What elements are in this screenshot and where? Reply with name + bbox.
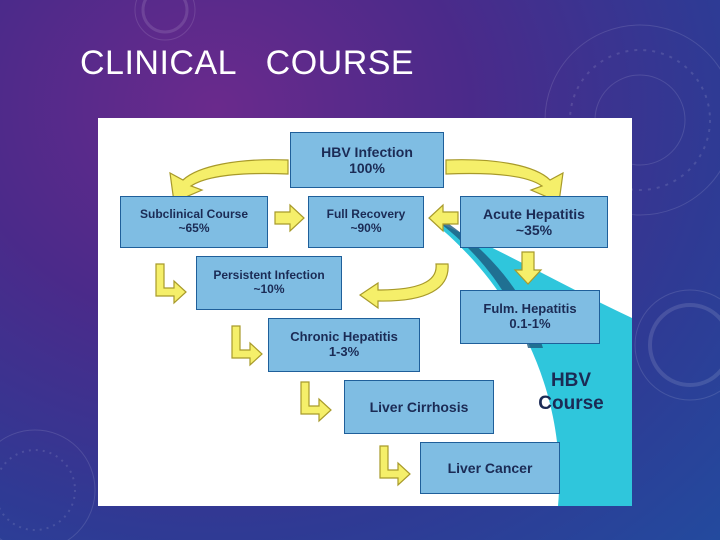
node-acute-hepatitis: Acute Hepatitis ~35% (460, 196, 608, 248)
node-fulminant-hepatitis-label: Fulm. Hepatitis (483, 301, 577, 317)
node-subclinical-course-label: Subclinical Course (139, 207, 249, 222)
node-liver-cancer-label: Liver Cancer (447, 459, 533, 476)
swoosh-shape (428, 218, 632, 506)
node-chronic-hepatitis-percent: 1-3% (328, 344, 360, 359)
node-subclinical-course: Subclinical Course ~65% (120, 196, 268, 248)
hbv-course-label: HBV Course (516, 370, 626, 416)
node-fulminant-hepatitis: Fulm. Hepatitis 0.1-1% (460, 290, 600, 344)
node-full-recovery: Full Recovery ~90% (308, 196, 424, 248)
slide-title-word-1: CLINICAL (80, 44, 236, 82)
arrow-subclinical-to-recovery (274, 203, 305, 233)
hbv-course-label-line-1: HBV (550, 370, 592, 391)
slide-title: CLINICAL COURSE (80, 44, 414, 83)
node-hbv-infection-label: HBV Infection (321, 143, 413, 160)
slide-title-gap (236, 44, 266, 82)
arrow-chronic-to-cirrhosis (300, 381, 332, 423)
node-full-recovery-label: Full Recovery (326, 207, 406, 222)
node-persistent-infection-label: Persistent Infection (213, 268, 325, 283)
arrow-acute-to-persistent (358, 263, 449, 310)
arrow-persistent-to-chronic (231, 325, 263, 367)
arrow-acute-to-recovery (428, 203, 459, 233)
node-persistent-infection: Persistent Infection ~10% (196, 256, 342, 310)
node-acute-hepatitis-label: Acute Hepatitis (483, 205, 585, 222)
node-subclinical-course-percent: ~65% (178, 221, 210, 235)
node-hbv-infection-percent: 100% (349, 160, 385, 176)
node-liver-cirrhosis-label: Liver Cirrhosis (369, 398, 469, 415)
hbv-course-label-line-2: Course (538, 392, 604, 414)
node-liver-cancer: Liver Cancer (420, 442, 560, 494)
slide-title-word-2: COURSE (265, 44, 415, 82)
hbv-course-diagram: HBV Infection 100% Subclinical Course ~6… (98, 118, 632, 506)
node-acute-hepatitis-percent: ~35% (515, 222, 553, 238)
arrow-subclinical-to-persistent (155, 263, 187, 305)
arrow-cirrhosis-to-cancer (379, 445, 411, 487)
node-chronic-hepatitis-label: Chronic Hepatitis (290, 329, 398, 345)
node-hbv-infection: HBV Infection 100% (290, 132, 444, 188)
arrow-acute-to-fulminant (513, 251, 543, 285)
node-chronic-hepatitis: Chronic Hepatitis 1-3% (268, 318, 420, 372)
node-fulminant-hepatitis-percent: 0.1-1% (509, 316, 551, 331)
node-persistent-infection-percent: ~10% (253, 282, 285, 296)
node-full-recovery-percent: ~90% (350, 221, 382, 235)
node-liver-cirrhosis: Liver Cirrhosis (344, 380, 494, 434)
